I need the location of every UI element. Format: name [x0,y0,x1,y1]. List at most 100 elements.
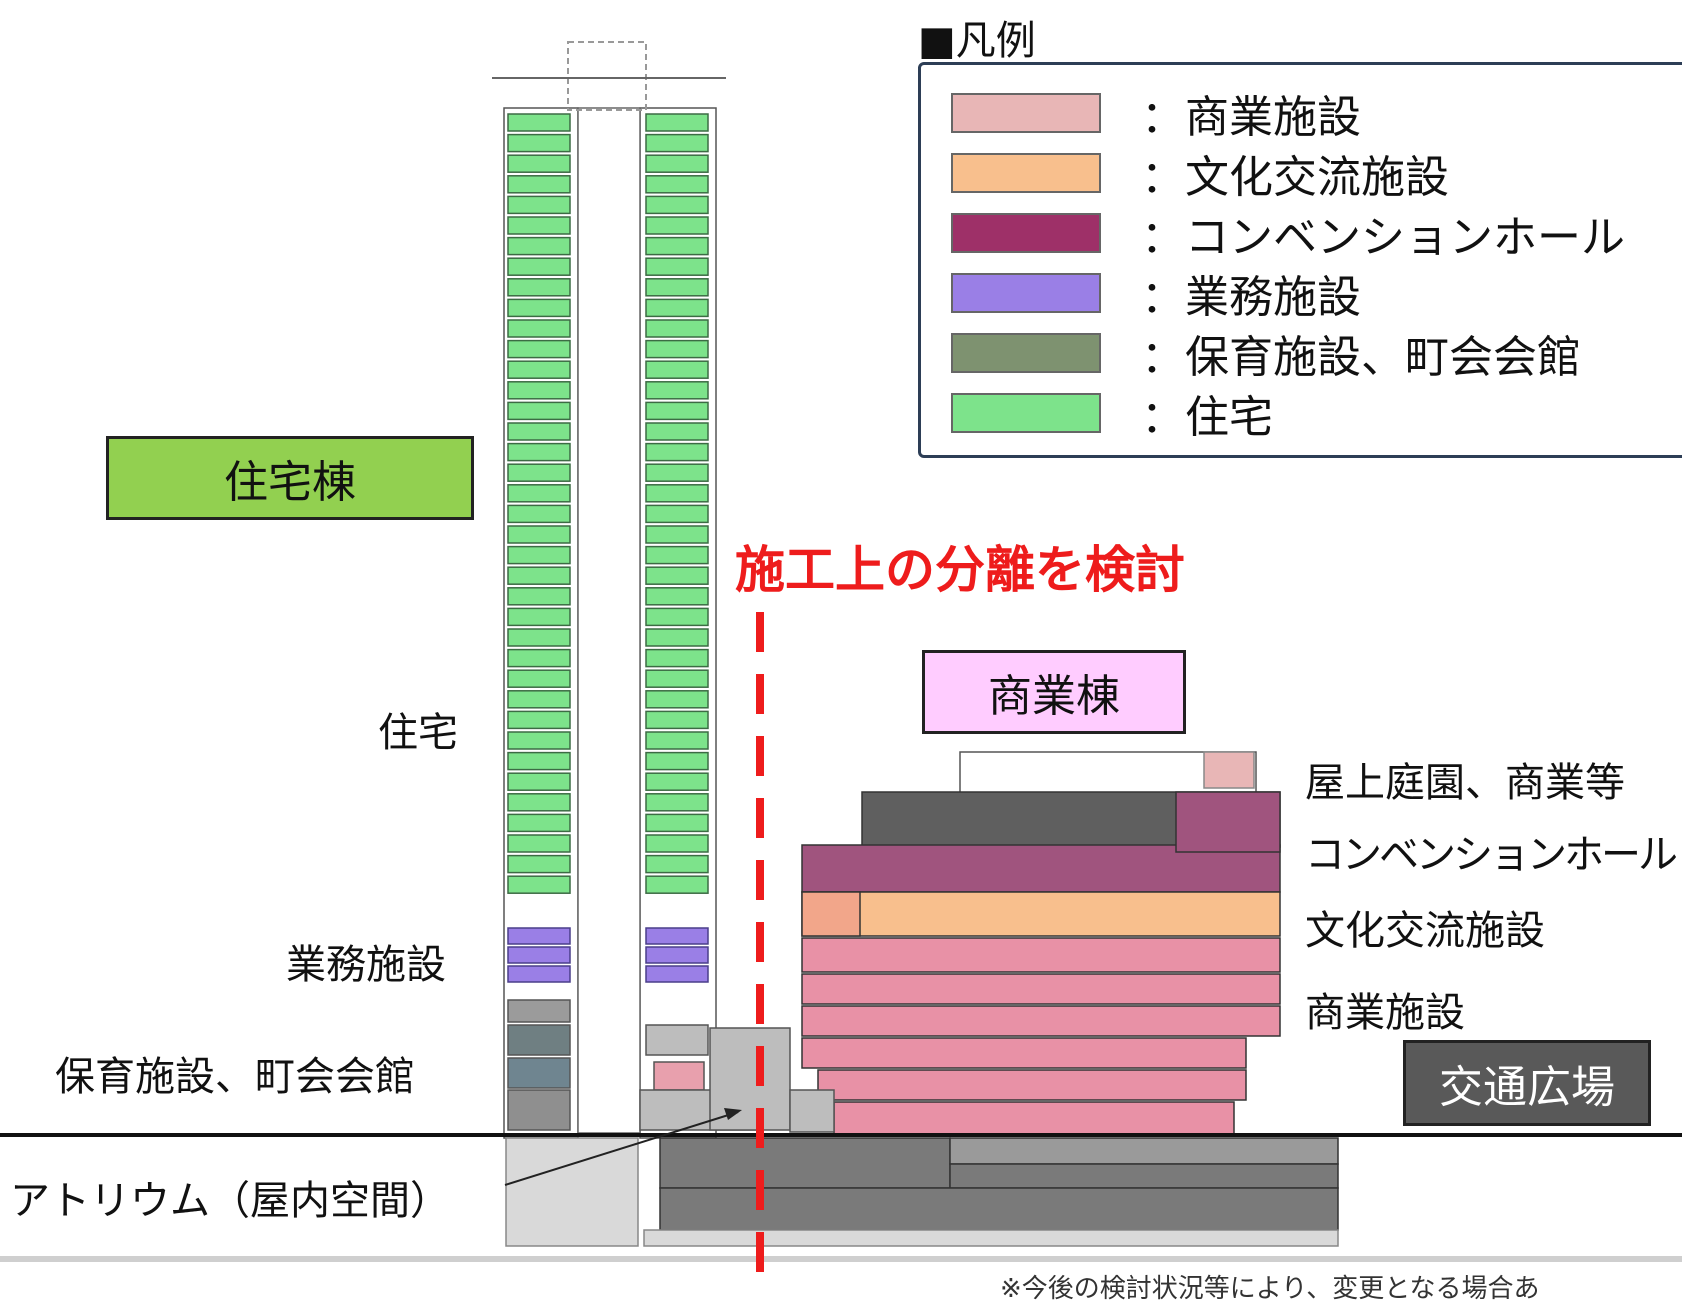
label-rooftop: 屋上庭園、商業等 [1305,760,1625,806]
housing-floor [507,504,571,524]
office-floor [645,946,709,964]
podium-floor [645,1024,709,1056]
housing-floor [507,216,571,235]
housing-floor [507,195,571,215]
retail-floor [801,937,1281,973]
atrium-pointer-arrowhead [724,1108,742,1120]
housing-floor [645,751,709,771]
housing-floor [507,401,571,421]
label-nursery: 保育施設、町会会館 [55,1054,415,1100]
basement-level-1 [949,1163,1339,1189]
housing-floor [645,690,709,709]
housing-floor [507,690,571,709]
office-floor [645,965,709,983]
housing-floor [645,113,709,132]
basement-footing [643,1229,1339,1247]
housing-floor [507,319,571,338]
housing-floor [507,463,571,482]
atrium-space [709,1027,791,1131]
housing-floor [645,504,709,524]
housing-floor [507,545,571,565]
housing-floor [507,442,571,462]
housing-floor [507,298,571,318]
housing-floor [645,298,709,318]
housing-floor [645,710,709,730]
legend-label: ：商業施設 [1141,92,1361,143]
housing-floor [645,257,709,276]
housing-floor [645,360,709,379]
convention-floor [801,844,1281,893]
commercial-podium [789,1089,835,1133]
retail-floor [801,973,1281,1005]
housing-floor [645,628,709,647]
basement [505,1137,1339,1247]
housing-floor [645,195,709,215]
housing-floor [645,442,709,462]
label-retail: 商業施設 [1305,990,1465,1036]
nursery-floor [507,1057,571,1089]
rooftop-retail [1203,751,1255,789]
residential-tower-tag: 住宅棟 [106,436,474,520]
housing-floor [645,216,709,235]
footnote: ※今後の検討状況等により、変更となる場合あ [1000,1274,1540,1304]
atrium-basement [505,1137,639,1247]
retail-floor [801,1037,1247,1069]
housing-floor [507,772,571,791]
housing-floor [645,669,709,688]
housing-floor [507,731,571,750]
housing-floor [507,875,571,894]
housing-floor [507,648,571,668]
housing-floor [507,566,571,585]
legend-item-office: ：業務施設 [951,271,1361,323]
commercial-building [789,751,1281,1135]
housing-floor [507,813,571,833]
housing-floor [645,545,709,565]
office-floor [507,965,571,983]
lobby-floor [507,999,571,1023]
office-floor [507,927,571,945]
legend-item-culture: ：文化交流施設 [951,151,1449,203]
housing-floor [507,854,571,874]
legend-title: ■凡例 [918,18,1036,64]
retail-floor [801,1005,1281,1037]
housing-floor [645,319,709,338]
housing-floor [507,339,571,359]
tower-rooftop-structure [567,41,647,111]
housing-floor [507,154,571,173]
housing-floor [507,422,571,441]
housing-floor [645,422,709,441]
housing-floor [645,813,709,833]
housing-floor [507,113,571,132]
housing-floor [645,381,709,400]
housing-floor [645,854,709,874]
retail-floor [817,1069,1247,1101]
legend-swatch [951,333,1101,373]
label-culture: 文化交流施設 [1305,908,1545,954]
housing-floor [645,463,709,482]
legend-label: ：業務施設 [1141,272,1361,323]
housing-floor [507,751,571,771]
housing-floor [645,401,709,421]
label-housing: 住宅 [378,710,458,756]
culture-floor [801,891,1281,937]
housing-floor [645,772,709,791]
label-convention: コンベンションホール [1305,832,1678,878]
housing-floor [645,525,709,544]
housing-floor [645,607,709,627]
legend-label: ：住宅 [1141,392,1273,443]
legend: ：商業施設 ：文化交流施設 ：コンベンションホール ：業務施設 ：保育施設、町会… [918,62,1682,458]
housing-floor [645,154,709,173]
housing-floor [507,360,571,379]
legend-swatch [951,273,1101,313]
legend-swatch [951,153,1101,193]
retail-floor [653,1061,705,1091]
nursery-floor [507,1024,571,1056]
housing-floor [645,587,709,606]
housing-floor [645,648,709,668]
office-floor [645,927,709,945]
basement-level-1 [659,1137,951,1189]
housing-floor [507,484,571,503]
housing-floor [507,525,571,544]
housing-floor [507,628,571,647]
